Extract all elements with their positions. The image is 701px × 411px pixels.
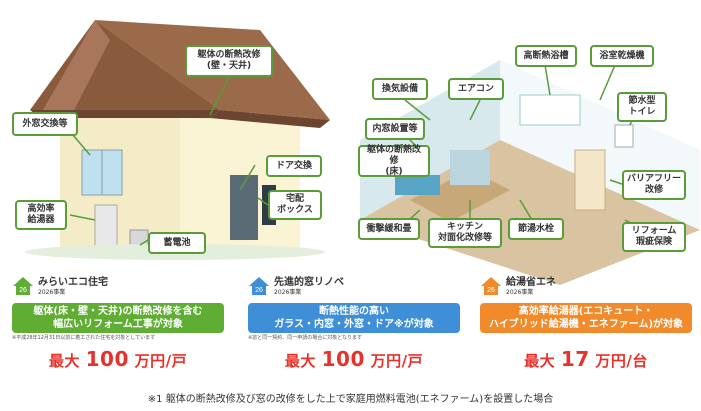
card-subtitle: 2026事業 (274, 288, 302, 296)
label-battery: 蓄電池 (148, 232, 206, 254)
label-kitchen: キッチン 対面化改修等 (428, 218, 502, 248)
card-amount: 最大 17 万円/台 (480, 347, 692, 371)
footnote: ※1 躯体の断熱改修及び窓の改修をした上で家庭用燃料電池(エネファーム)を設置し… (147, 394, 554, 405)
card-header: 26 先進的窓リノベ 2026事業 (248, 272, 460, 300)
label-aircon: エアコン (448, 78, 504, 100)
amount-suffix: 万円/台 (595, 352, 648, 370)
label-faucet: 節湯水栓 (508, 218, 564, 240)
label-delivery-box: 宅配 ボックス (268, 190, 322, 220)
card-note: ※窓と同一契約、同一申請の場合に対象となります (248, 335, 363, 341)
card-subtitle: 2026事業 (38, 288, 66, 296)
card-header: 26 みらいエコ住宅 2026事業 (12, 272, 224, 300)
card-note: ※平成28年12月31日以前に着工された住宅を対象としています (12, 335, 156, 341)
label-bath-dryer: 浴室乾燥機 (590, 45, 654, 67)
house-illustration (25, 20, 330, 260)
label-body-insulation: 躯体の断熱改修 (壁・天井) (185, 45, 273, 77)
card-subtitle: 2026事業 (506, 288, 534, 296)
card-amount: 最大 100 万円/戸 (12, 347, 224, 371)
label-shock: 衝撃緩和畳 (358, 218, 420, 240)
card-title: 先進的窓リノベ (274, 276, 344, 288)
card-window-reno: 26 先進的窓リノベ 2026事業 断熱性能の高い ガラス・内窓・外窓・ドア※が… (248, 272, 460, 392)
card-amount: 最大 100 万円/戸 (248, 347, 460, 371)
card-mirai-eco: 26 みらいエコ住宅 2026事業 躯体(床・壁・天井)の断熱改修を含む 幅広い… (12, 272, 224, 392)
logo-badge: 26 (19, 287, 27, 294)
label-reform: リフォーム 瑕疵保険 (622, 222, 686, 252)
amount-prefix: 最大 (284, 352, 316, 370)
amount-prefix: 最大 (48, 352, 80, 370)
amount-suffix: 万円/戸 (134, 352, 188, 370)
card-water-heater: 26 給湯省エネ 2026事業 高効率給湯器(エコキュート・ ハイブリッド給湯機… (480, 272, 692, 392)
amount-value: 17 (560, 347, 590, 371)
label-water-heater: 高効率 給湯器 (15, 200, 67, 230)
amount-suffix: 万円/戸 (370, 352, 424, 370)
house-logo-icon: 26 (480, 276, 502, 296)
label-door: ドア交換 (266, 155, 322, 177)
label-ventilation: 換気設備 (372, 78, 428, 100)
card-title: 給湯省エネ (506, 276, 556, 288)
house-logo-icon: 26 (12, 276, 34, 296)
amount-value: 100 (321, 347, 365, 371)
label-barrier-free: バリアフリー 改修 (622, 170, 686, 200)
card-description: 高効率給湯器(エコキュート・ ハイブリッド給湯機・エネファーム)が対象 (480, 303, 692, 333)
label-bath: 高断熱浴槽 (515, 45, 577, 67)
label-outer-window: 外窓交換等 (12, 112, 78, 136)
card-note (480, 335, 692, 343)
card-title: みらいエコ住宅 (38, 276, 108, 288)
label-inner-window: 内窓設置等 (365, 118, 425, 140)
label-floor-insulation: 躯体の断熱改修 (床) (358, 145, 430, 177)
house-logo-icon: 26 (248, 276, 270, 296)
amount-prefix: 最大 (524, 352, 556, 370)
card-description: 断熱性能の高い ガラス・内窓・外窓・ドア※が対象 (248, 303, 460, 333)
logo-badge: 26 (487, 287, 495, 294)
amount-value: 100 (85, 347, 129, 371)
label-toilet: 節水型 トイレ (617, 92, 667, 122)
card-description: 躯体(床・壁・天井)の断熱改修を含む 幅広いリフォーム工事が対象 (12, 303, 224, 333)
card-header: 26 給湯省エネ 2026事業 (480, 272, 692, 300)
logo-badge: 26 (255, 287, 263, 294)
